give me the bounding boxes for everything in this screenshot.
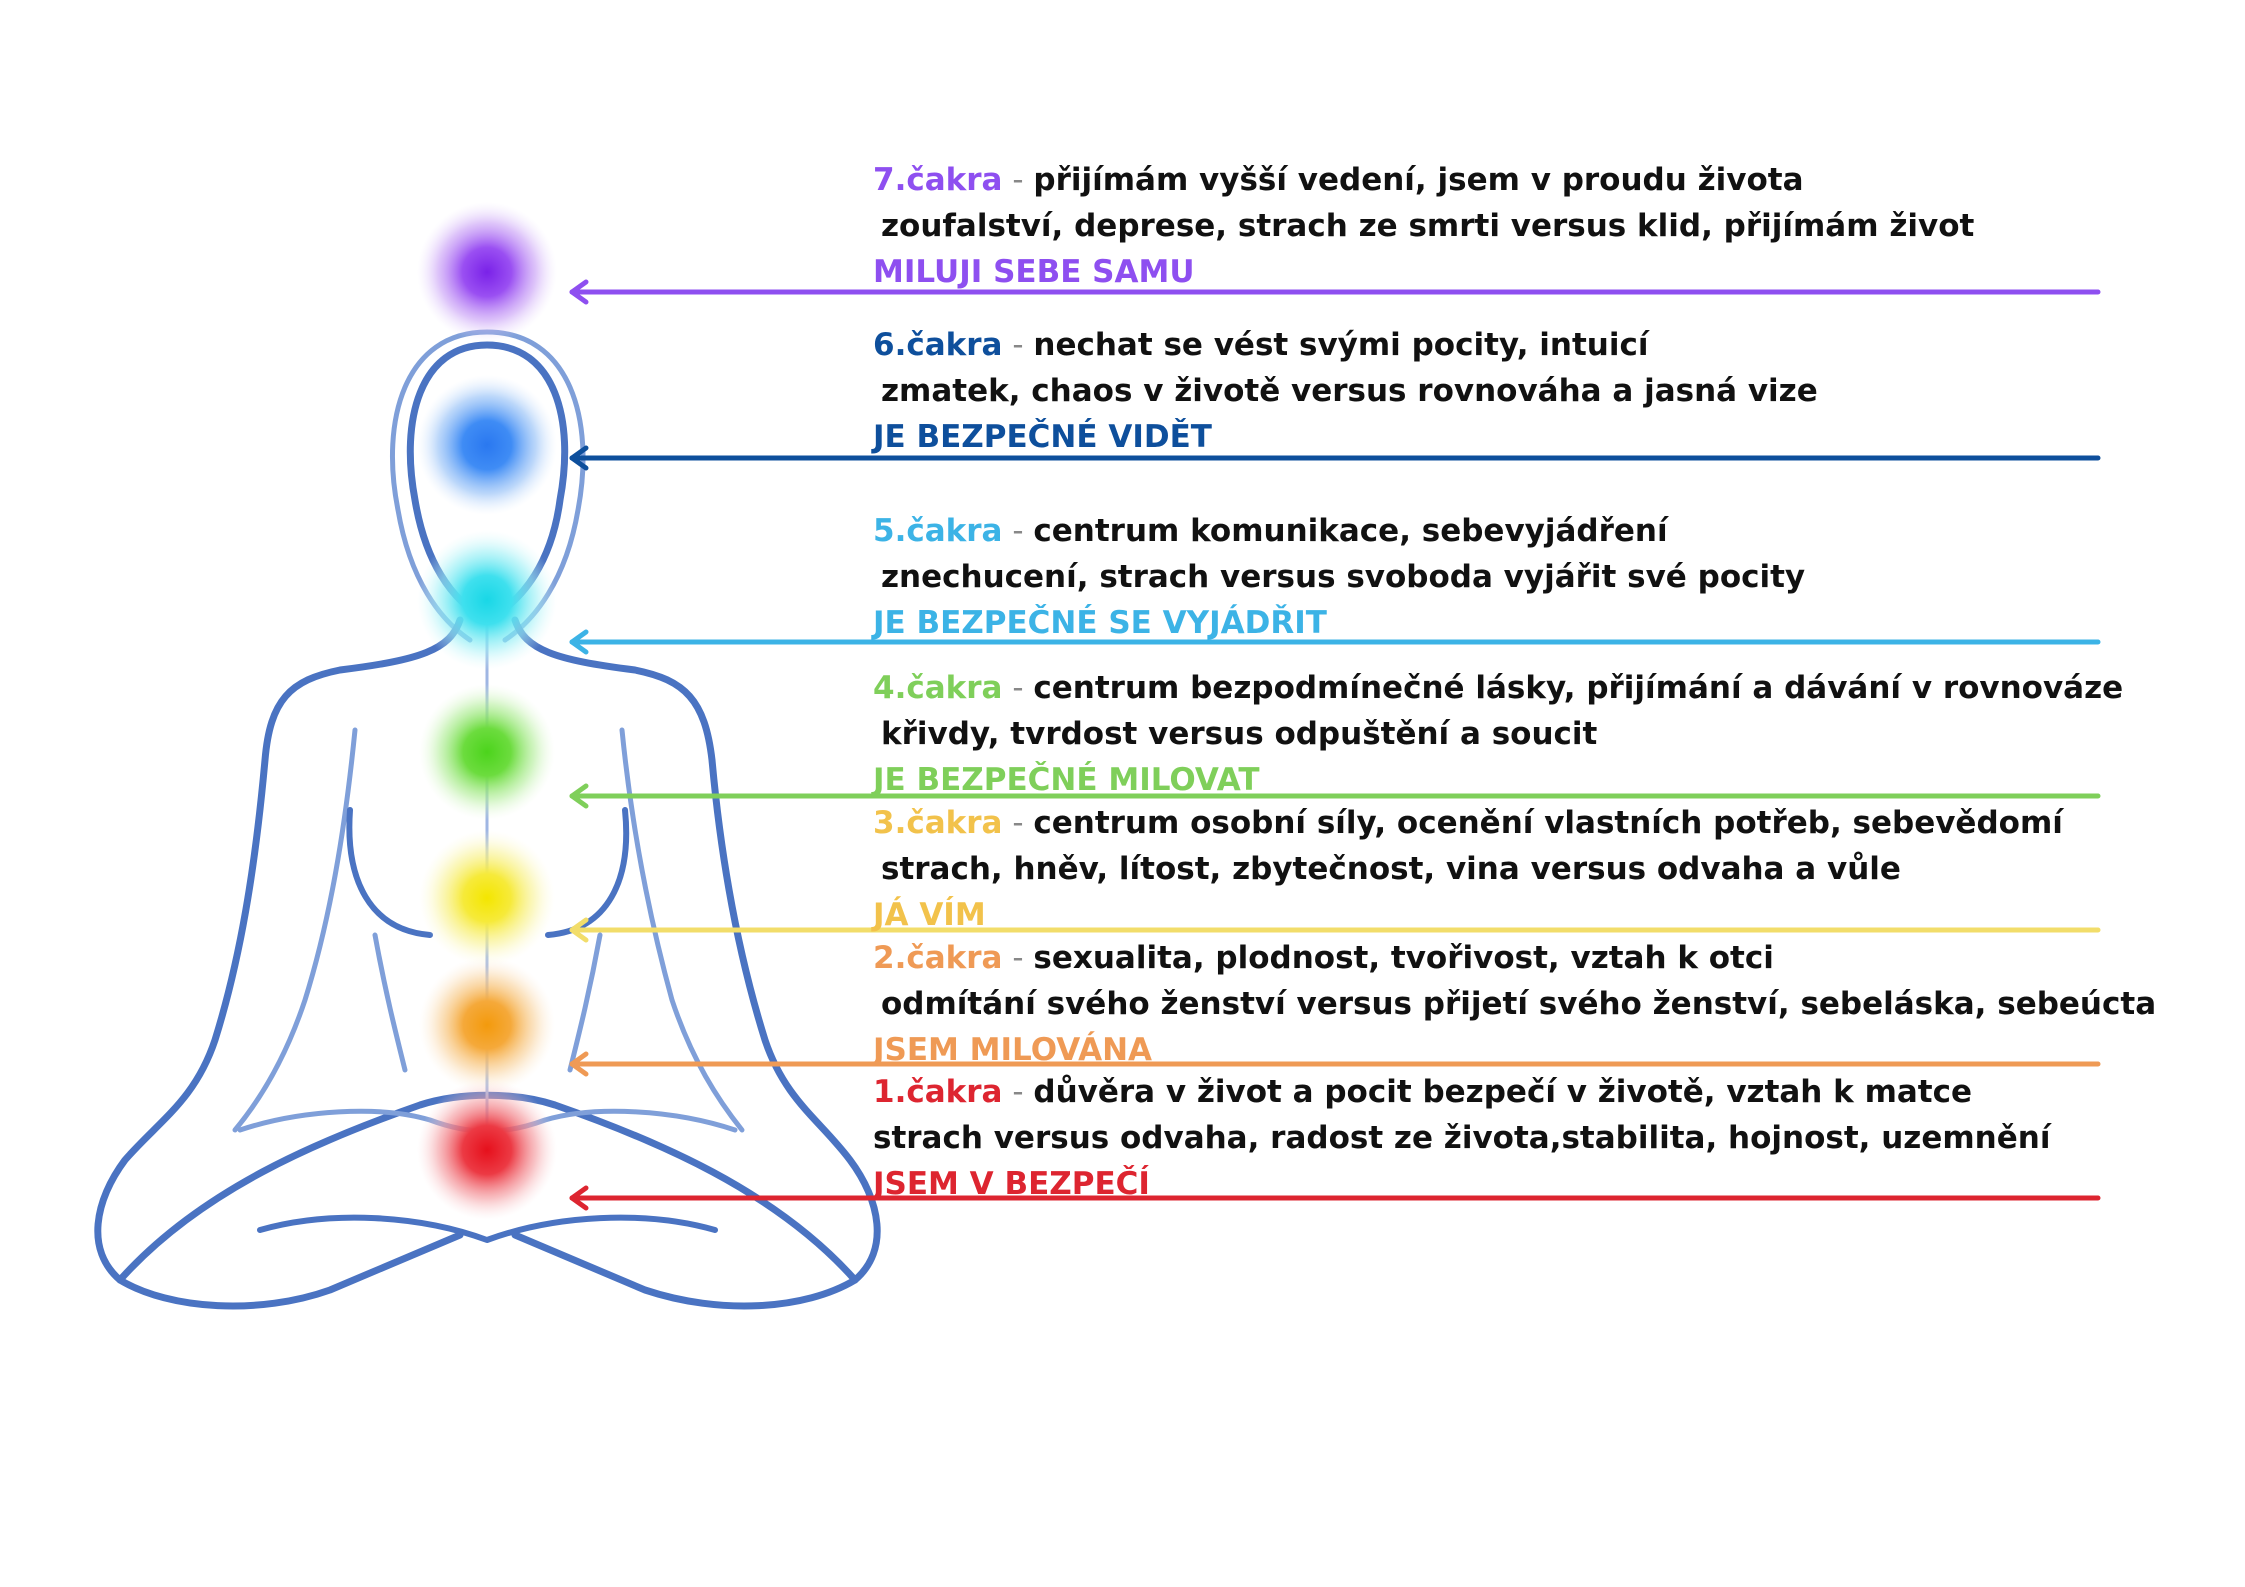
chakra-6-glow [417, 375, 557, 515]
chakra-1-label: 1.čakra [873, 1074, 1003, 1110]
arm-inner-right [619, 727, 745, 1133]
chakra-4-affirmation: JE BEZPEČNÉ MILOVAT [873, 762, 1260, 798]
chakra-1-affirmation: JSEM V BEZPEČÍ [873, 1166, 1150, 1202]
chakra-1-description: důvěra v život a pocit bezpečí v životě,… [1033, 1074, 1973, 1110]
chakra-7-separator: - [1002, 162, 1034, 198]
chakra-1-text: 1.čakra - důvěra v život a pocit bezpečí… [873, 1069, 2050, 1207]
chakra-5-affirmation: JE BEZPEČNÉ SE VYJÁDŘIT [873, 605, 1327, 641]
chakra-6-affirmation: JE BEZPEČNÉ VIDĚT [873, 419, 1212, 455]
chakra-5-contrast: znechucení, strach versus svoboda vyjáři… [881, 559, 1806, 595]
chakra-2-glow [419, 957, 555, 1093]
chakra-6-label: 6.čakra [873, 327, 1003, 363]
arrows [569, 279, 2101, 1211]
chakra-4-glow [419, 684, 555, 820]
arrow-chakra-7 [569, 279, 2101, 305]
chakra-2-label: 2.čakra [873, 940, 1003, 976]
chakra-1-glow [417, 1080, 557, 1220]
arm-inner-left [232, 727, 358, 1133]
chakra-4-description: centrum bezpodmínečné lásky, přijímání a… [1033, 670, 2124, 706]
arrow-chakra-4 [569, 783, 2101, 809]
chakra-5-separator: - [1002, 513, 1034, 549]
chakra-4-contrast: křivdy, tvrdost versus odpuštění a souci… [881, 716, 1598, 752]
chakra-6-contrast: zmatek, chaos v životě versus rovnováha … [881, 373, 1818, 409]
chest-line [346, 807, 630, 938]
chakra-3-affirmation: JÁ VÍM [873, 897, 986, 933]
arrow-chakra-6 [569, 445, 2101, 471]
chakra-3-separator: - [1002, 805, 1034, 841]
arrow-chakra-3 [569, 917, 2101, 943]
chakra-7-affirmation: MILUJI SEBE SAMU [873, 254, 1195, 290]
chakra-2-text: 2.čakra - sexualita, plodnost, tvořivost… [873, 935, 2156, 1073]
chakra-7-description: přijímám vyšší vedení, jsem v proudu živ… [1033, 162, 1804, 198]
chakra-6-text: 6.čakra - nechat se vést svými pocity, i… [873, 322, 1818, 460]
arrow-chakra-5 [569, 629, 2101, 655]
chakra-2-separator: - [1002, 940, 1034, 976]
chakra-7-text: 7.čakra - přijímám vyšší vedení, jsem v … [873, 157, 1974, 295]
chakra-glows [417, 202, 557, 1220]
chakra-7-label: 7.čakra [873, 162, 1003, 198]
arrow-chakra-2 [569, 1051, 2101, 1077]
chakra-1-contrast: strach versus odvaha, radost ze života,s… [873, 1120, 2051, 1156]
waist-line [372, 932, 603, 1073]
chakra-2-affirmation: JSEM MILOVÁNA [873, 1032, 1153, 1068]
chakra-3-label: 3.čakra [873, 805, 1003, 841]
feet-outline [257, 1214, 718, 1243]
chakra-5-description: centrum komunikace, sebevyjádření [1033, 513, 1668, 549]
chakra-6-separator: - [1002, 327, 1034, 363]
chakra-5-glow [417, 530, 557, 670]
chakra-7-glow [417, 202, 557, 342]
arrow-chakra-1 [569, 1185, 2101, 1211]
chakra-2-description: sexualita, plodnost, tvořivost, vztah k … [1033, 940, 1774, 976]
chakra-4-label: 4.čakra [873, 670, 1003, 706]
chakra-5-label: 5.čakra [873, 513, 1003, 549]
torso-outline [94, 616, 464, 1310]
chakra-3-contrast: strach, hněv, lítost, zbytečnost, vina v… [881, 851, 1901, 887]
chakra-2-contrast: odmítání svého ženství versus přijetí sv… [881, 986, 2157, 1022]
chakra-4-text: 4.čakra - centrum bezpodmínečné lásky, p… [873, 665, 2123, 803]
chakra-6-description: nechat se vést svými pocity, intuicí [1033, 327, 1649, 363]
chakra-4-separator: - [1002, 670, 1034, 706]
chakra-7-contrast: zoufalství, deprese, strach ze smrti ver… [881, 208, 1975, 244]
torso-outline-right [511, 616, 881, 1310]
chakra-1-separator: - [1002, 1074, 1034, 1110]
chakra-3-glow [419, 830, 555, 966]
chakra-3-text: 3.čakra - centrum osobní síly, ocenění v… [873, 800, 2063, 938]
chakra-5-text: 5.čakra - centrum komunikace, sebevyjádř… [873, 508, 1805, 646]
chakra-3-description: centrum osobní síly, ocenění vlastních p… [1033, 805, 2063, 841]
